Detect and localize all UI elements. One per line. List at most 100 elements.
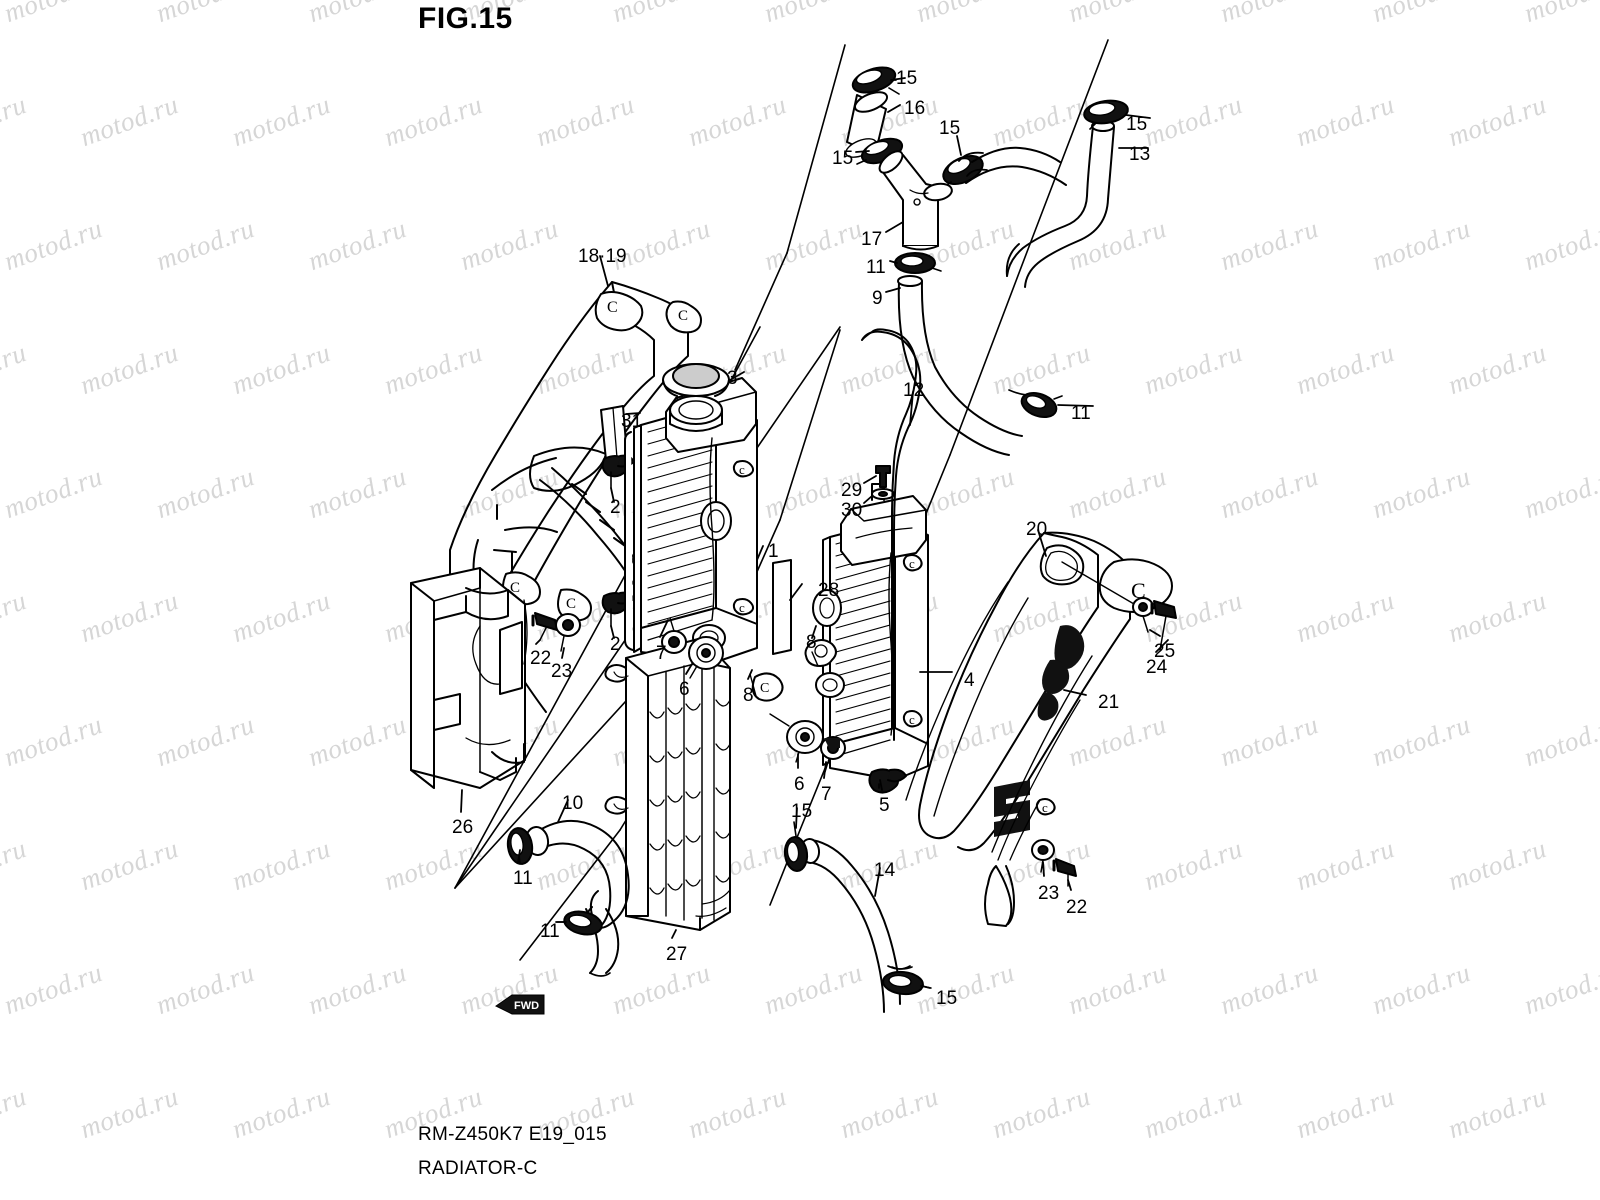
svg-text:c: c <box>909 712 915 727</box>
callout-number: 15 <box>791 801 813 822</box>
callout-number: 29 <box>841 480 863 501</box>
callout-number: 2 <box>610 497 621 518</box>
caption-section-name: RADIATOR-C <box>418 1158 538 1179</box>
callout-number: 26 <box>452 817 474 838</box>
part-grommet-6-b <box>769 713 824 763</box>
part-guard-26 <box>410 567 528 789</box>
part-washer-23-b <box>1031 839 1055 873</box>
callout-number: 16 <box>904 98 926 119</box>
callout-number: 3 <box>727 368 738 389</box>
part-collar-7-b <box>820 736 846 773</box>
callout-number: 1 <box>768 541 779 562</box>
callout-number: 6 <box>679 679 690 700</box>
part-pipe-16 <box>845 91 889 158</box>
callout-number: 6 <box>794 774 805 795</box>
callout-number: 2 <box>610 634 621 655</box>
part-clamp-11-a <box>894 252 942 274</box>
callout-number: 22 <box>530 648 552 669</box>
callout-number: 23 <box>551 661 573 682</box>
part-clamp-15-f <box>882 970 932 996</box>
callout-number: 7 <box>821 784 832 805</box>
callout-number: 11 <box>866 257 886 278</box>
callout-number: 14 <box>874 860 896 881</box>
part-bolt-22-a <box>531 612 558 641</box>
callout-number: 30 <box>841 500 863 521</box>
callout-number: 10 <box>562 793 584 814</box>
callout-number: 11 <box>540 921 560 942</box>
svg-text:C: C <box>510 580 520 596</box>
part-clamp-15-d <box>1083 99 1129 130</box>
part-cushion-8-b: C <box>749 672 784 702</box>
svg-text:FWD: FWD <box>514 1000 539 1012</box>
part-washer-23-a <box>555 613 581 652</box>
part-hose-10 <box>524 820 630 977</box>
part-radiator-4: c c <box>812 483 929 781</box>
callout-number: 27 <box>666 944 688 965</box>
part-washer-30 <box>871 488 895 500</box>
part-shroud-20: C c <box>905 531 1173 927</box>
callout-number: 24 <box>1146 657 1168 678</box>
callout-number: 7 <box>656 643 667 664</box>
part-clamp-15-c <box>942 154 984 188</box>
part-hose-13 <box>958 120 1115 288</box>
part-bolt-24 <box>1150 600 1177 651</box>
part-washer-25 <box>1132 597 1154 633</box>
callout-number: 21 <box>1098 692 1120 713</box>
part-bolt-29 <box>875 465 891 488</box>
callout-number: 15 <box>832 148 854 169</box>
callout-number: 13 <box>1129 144 1151 165</box>
svg-text:C: C <box>678 308 688 324</box>
callout-number: 20 <box>1026 519 1048 540</box>
svg-text:C: C <box>607 299 618 316</box>
callout-number: 31 <box>621 411 643 432</box>
part-cushion-8-a <box>804 639 837 667</box>
part-clamp-15-e <box>783 821 809 872</box>
part-bolt-22-b <box>1052 858 1077 887</box>
callout-number: 23 <box>1038 883 1060 904</box>
svg-text:c: c <box>1042 800 1048 815</box>
part-seal-28 <box>772 559 792 655</box>
fwd-direction-marker: FWD <box>494 992 546 1016</box>
part-clamp-15-a <box>851 66 900 95</box>
svg-text:c: c <box>909 556 915 571</box>
part-grommet-6-a <box>688 636 724 679</box>
part-collar-7-a <box>661 617 687 654</box>
svg-text:C: C <box>566 596 576 612</box>
callout-number: 4 <box>964 670 975 691</box>
part-emblem-21 <box>1037 625 1085 721</box>
callout-number: 15 <box>1126 114 1148 135</box>
callout-number: 17 <box>861 229 883 250</box>
callout-number: 15 <box>936 988 958 1009</box>
callout-number: 15 <box>939 118 961 139</box>
svg-text:C: C <box>1131 578 1146 603</box>
leader-lines <box>460 77 1169 989</box>
svg-text:c: c <box>739 600 745 615</box>
part-shroud-emblem-s <box>994 780 1030 837</box>
callout-number: 15 <box>896 68 918 89</box>
callout-number: 11 <box>1071 403 1091 424</box>
part-hose-upper-link <box>965 146 1067 186</box>
part-clamp-11-b <box>1020 391 1063 419</box>
callout-number: 25 <box>1154 641 1176 662</box>
part-joint-17 <box>878 150 953 251</box>
callout-number: 11 <box>513 868 533 889</box>
callout-number: 18·19 <box>578 246 627 267</box>
part-louver-27 <box>604 637 731 931</box>
part-clip-5 <box>868 768 907 794</box>
svg-text:c: c <box>739 462 745 477</box>
svg-text:C: C <box>760 681 769 696</box>
callout-number: 28 <box>818 580 840 601</box>
callout-number: 8 <box>806 632 817 653</box>
callout-number: 9 <box>872 288 883 309</box>
caption-model-code: RM-Z450K7 E19_015 <box>418 1124 607 1145</box>
part-hose-9 <box>897 275 1034 456</box>
callout-number: 5 <box>879 795 890 816</box>
callout-number: 12 <box>903 380 925 401</box>
part-cap-3 <box>662 363 730 397</box>
callout-number: 8 <box>743 685 754 706</box>
callout-number: 22 <box>1066 897 1088 918</box>
page-title: FIG.15 <box>418 2 513 35</box>
part-radiator-1: c c <box>624 363 758 663</box>
